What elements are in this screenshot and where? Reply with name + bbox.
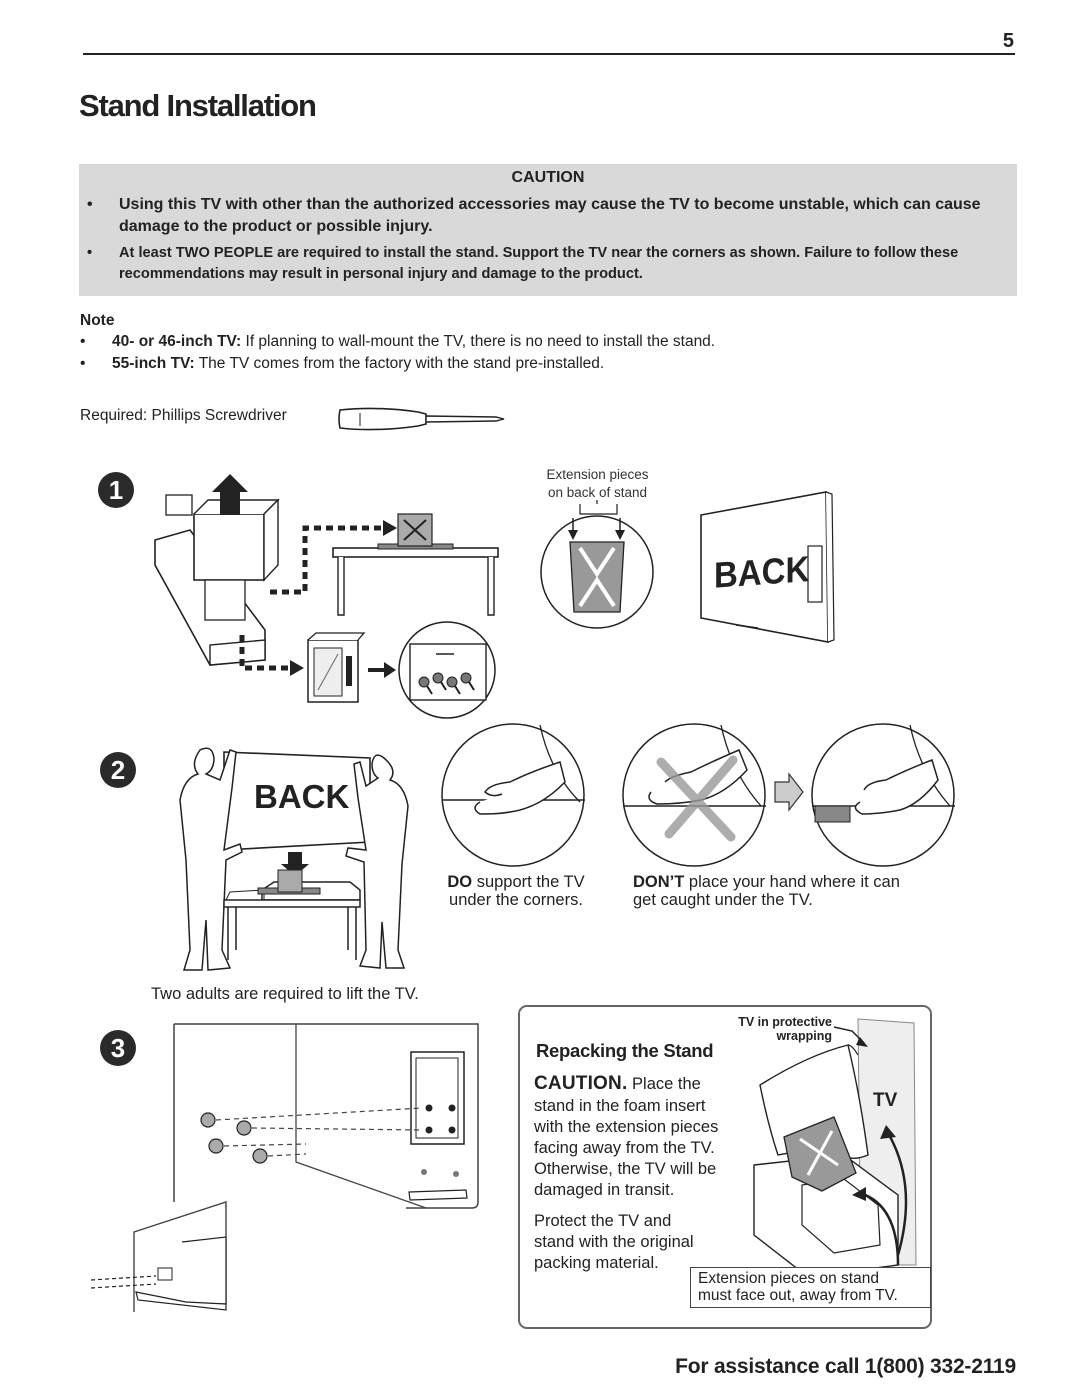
unboxing-illustration [154,474,499,703]
do-text: support the TV [472,873,585,891]
dont-bold: DON’T [633,873,685,891]
repacking-line: stand in the foam insert [534,1097,706,1115]
dont-text: place your hand where it can [684,873,900,891]
tv-back-label: BACK [714,550,809,596]
repacking-line: Protect the TV and [534,1212,672,1230]
screws-bag-icon [398,621,496,719]
bullet-dot: • [80,355,86,372]
header-rule [83,53,1015,55]
repacking-line: facing away from the TV. [534,1139,715,1157]
caution-box: CAUTION • Using this TV with other than … [79,164,1017,296]
bullet-dot: • [87,245,93,261]
page-number: 5 [1002,30,1014,52]
tv-back-label: BACK [254,778,349,815]
step-number-1: 1 [98,472,134,508]
wrap-label: TV in protective wrapping [720,1015,832,1043]
dont-text-line2: get caught under the TV. [633,891,813,909]
step-number-2: 2 [100,752,136,788]
page-title: Stand Installation [79,88,317,123]
lift-caption: Two adults are required to lift the TV. [151,985,419,1003]
extension-note-line: Extension pieces on stand [698,1270,879,1287]
packing-illustration [753,1018,917,1277]
bullet-dot: • [87,196,93,213]
screwdriver-icon [338,407,505,431]
repacking-text-2: Protect the TV and stand with the origin… [534,1211,749,1274]
do-support-illustration [441,723,585,867]
note-item-bold: 55-inch TV: [112,355,195,372]
step-number-3: 3 [100,1030,136,1066]
repacking-caution-bold: CAUTION. [534,1073,628,1094]
repacking-line: damaged in transit. [534,1181,675,1199]
caution-bullet-text: Using this TV with other than the author… [119,196,981,235]
extension-label-line: on back of stand [547,485,648,500]
do-bold: DO [447,873,473,891]
extension-label-line: Extension pieces [546,467,649,482]
repacking-panel: Repacking the Stand CAUTION. Place the s… [518,1005,932,1329]
hand-caught-illustration [811,723,955,867]
repacking-line: with the extension pieces [534,1118,719,1136]
tv-back-illustration: BACK [700,491,835,643]
caution-bullet-text: At least TWO PEOPLE are required to inst… [119,245,959,282]
note-item-text: If planning to wall-mount the TV, there … [241,333,716,350]
two-adults-lifting-illustration: BACK [179,747,409,971]
extension-note-line: must face out, away from TV. [698,1287,898,1304]
tv-label: TV [873,1090,898,1111]
repacking-caution-text: Place the [627,1075,701,1093]
wrap-label-line: TV in protective [738,1015,832,1029]
dont-hand-illustration [622,723,766,867]
caution-heading: CAUTION [511,169,585,186]
stand-back-closeup [540,500,654,629]
wrap-label-line: wrapping [776,1028,832,1043]
do-support-caption: DO support the TV under the corners. [436,873,596,909]
repacking-title: Repacking the Stand [536,1040,714,1061]
note-heading: Note [80,312,115,329]
prohibited-x-icon [656,755,738,842]
assistance-phone: For assistance call 1(800) 332-2119 [675,1355,1016,1378]
repacking-line: Otherwise, the TV will be [534,1160,717,1178]
right-arrow-icon [774,772,804,812]
bullet-dot: • [80,333,86,350]
attach-stand-illustration [90,1023,479,1312]
do-text-line2: under the corners. [449,891,583,909]
extension-pieces-label: Extension pieces on back of stand [520,466,675,502]
repacking-line: stand with the original [534,1233,694,1251]
note-item-bold: 40- or 46-inch TV: [112,333,242,350]
repacking-line: packing material. [534,1254,659,1272]
note-item-text: The TV comes from the factory with the s… [194,355,605,372]
repacking-text-1: stand in the foam insert with the extens… [534,1096,749,1201]
extension-note-box: Extension pieces on stand must face out,… [690,1267,931,1308]
required-tools: Required: Phillips Screwdriver [80,407,287,424]
dont-caption: DON’T place your hand where it can get c… [633,873,963,909]
repacking-caution: CAUTION. Place the [534,1073,701,1095]
